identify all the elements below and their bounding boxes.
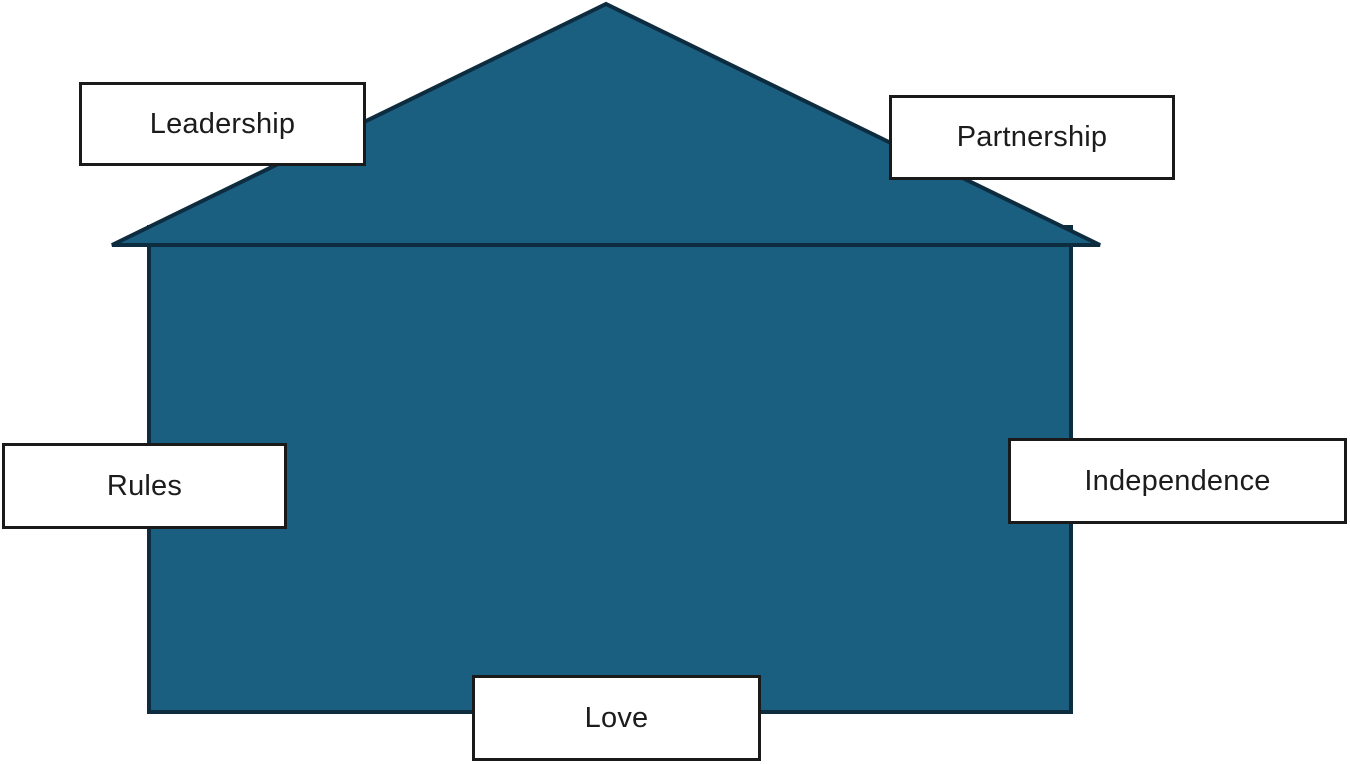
label-box-partnership: Partnership (889, 95, 1175, 180)
label-love-text: Love (584, 701, 649, 734)
label-partnership-text: Partnership (956, 121, 1108, 153)
label-box-independence: Independence (1008, 438, 1347, 524)
house-wall (147, 225, 1073, 714)
label-box-leadership: Leadership (79, 82, 366, 166)
label-independence-text: Independence (1084, 464, 1271, 497)
label-rules-text: Rules (106, 469, 183, 502)
label-box-love: Love (472, 675, 761, 761)
label-leadership-text: Leadership (149, 107, 296, 140)
label-box-rules: Rules (2, 443, 287, 529)
